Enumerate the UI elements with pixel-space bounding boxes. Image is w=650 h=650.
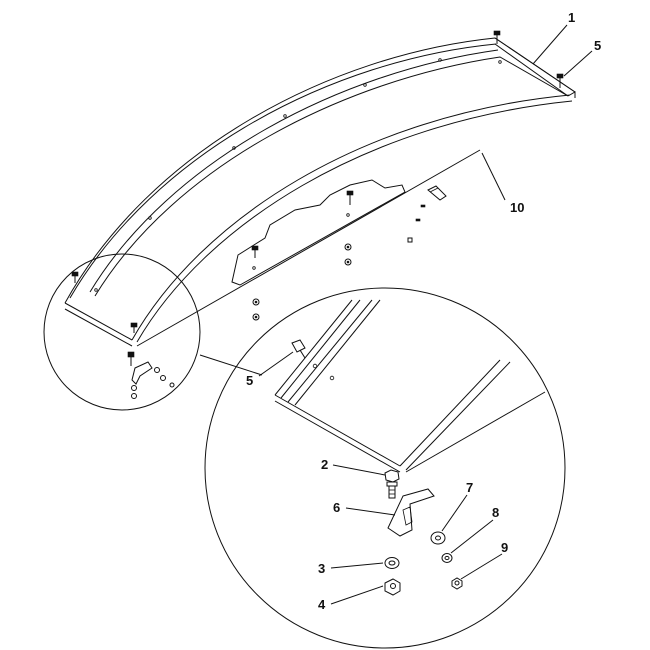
small-bracket [427,185,447,201]
inner-liner [231,179,406,286]
fender-panel [64,37,576,347]
upper-hardware [71,30,564,333]
bolt-liner-top [346,190,354,205]
leader-lines [258,24,593,605]
callout-9: 9 [501,540,508,555]
callout-4: 4 [318,597,326,612]
bolt-liner-left [251,245,259,258]
callout-3: 3 [318,561,325,576]
callout-2: 2 [321,457,328,472]
bolt-5-detail [291,339,306,359]
bolt-callout-5 [556,73,564,88]
callout-5-detail: 5 [246,373,253,388]
detail-circle-small [43,253,201,411]
callout-8: 8 [492,505,499,520]
hex-bolt-2 [384,469,400,499]
lock-washer-8 [441,553,453,563]
callout-10: 10 [510,200,524,215]
flat-washer-7 [430,531,446,545]
callout-labels: 1 5 10 5 2 6 7 8 9 3 4 [246,10,601,612]
bolt-circle-left [71,271,79,283]
bolt-top-right [493,30,501,44]
detail-circle-large [204,287,566,649]
bolt-circle-bottom [130,322,138,333]
detail-connector [199,354,263,376]
callout-1: 1 [568,10,575,25]
hex-nut-4 [384,578,401,596]
callout-5-top: 5 [594,38,601,53]
lock-washer-3 [384,557,400,569]
bracket-6 [387,488,435,537]
callout-6: 6 [333,500,340,515]
nut-9 [451,577,463,590]
callout-7: 7 [466,480,473,495]
